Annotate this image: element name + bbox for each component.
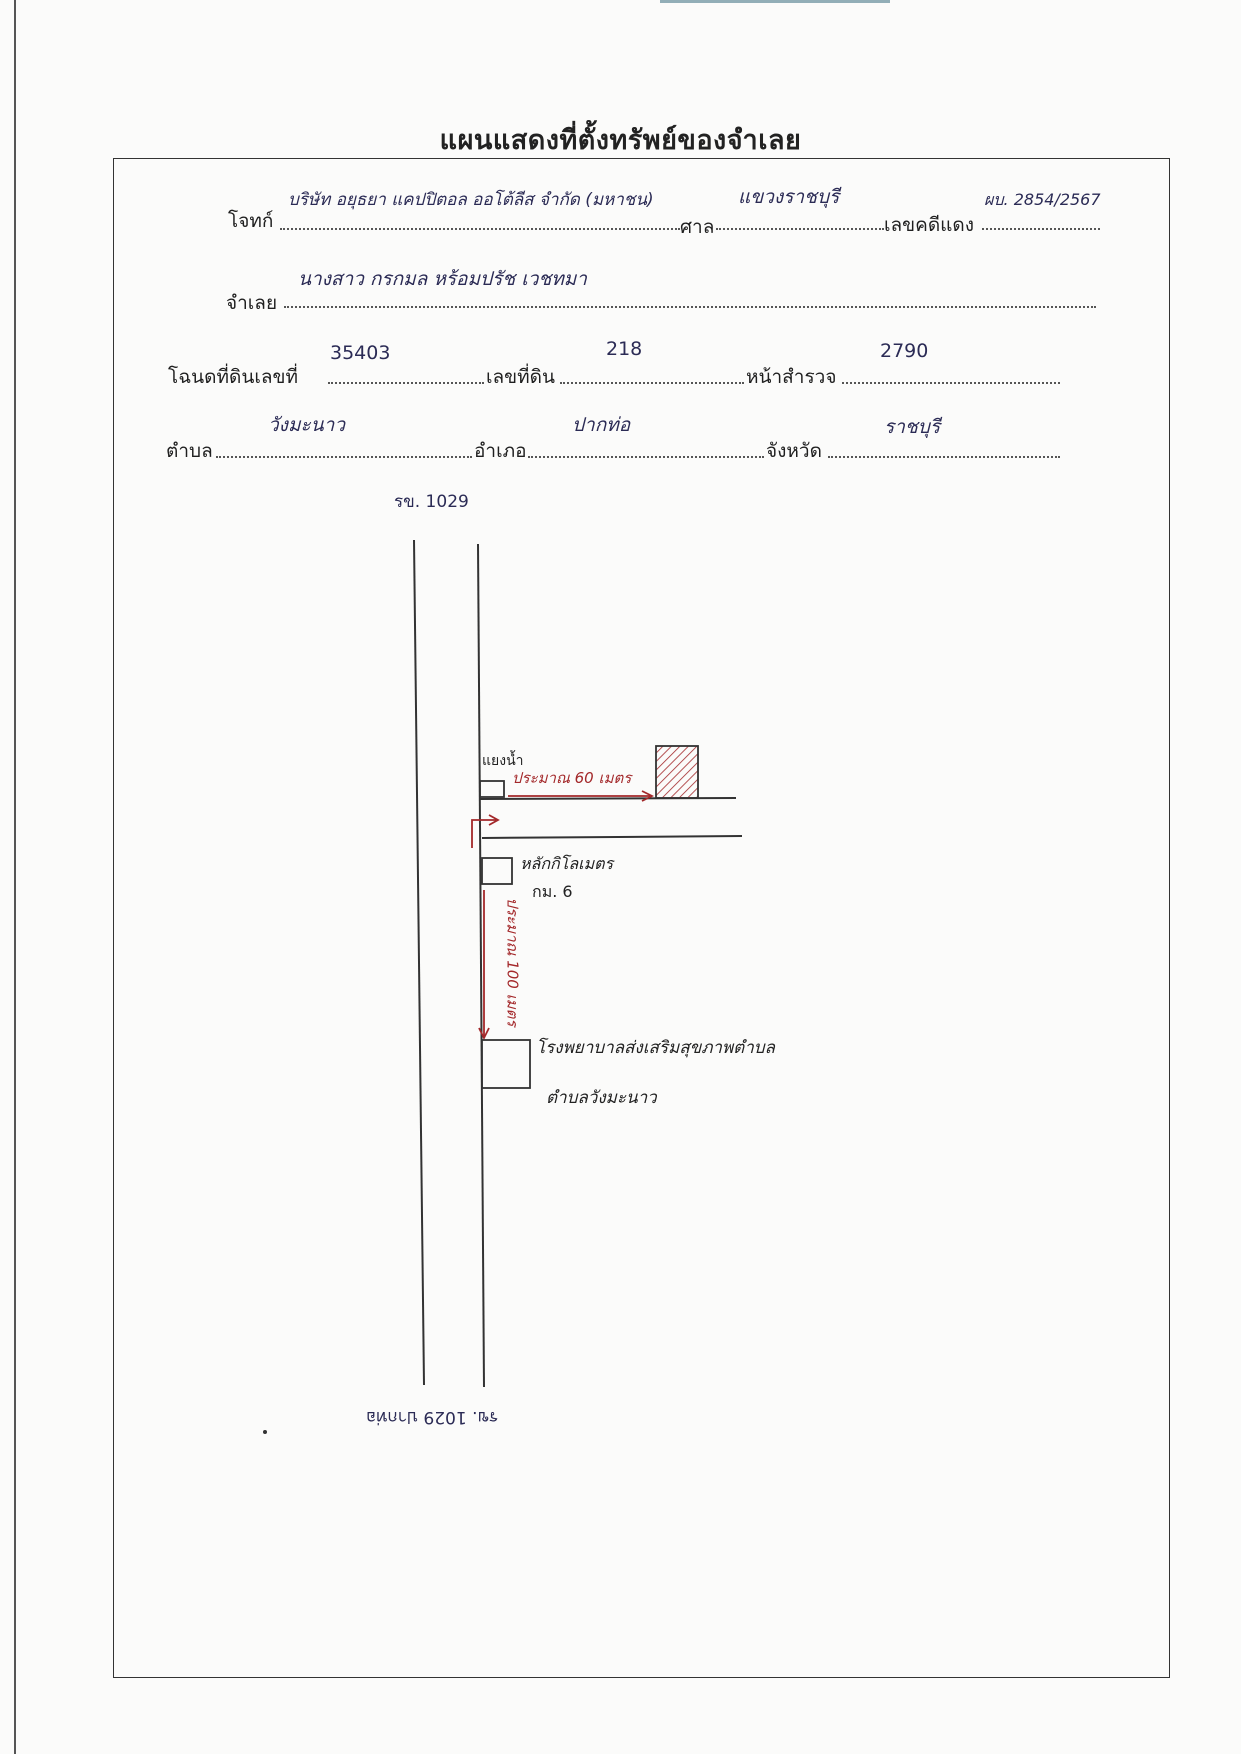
province-value: ราชบุรี <box>884 416 941 438</box>
district-label: อำเภอ <box>474 440 527 462</box>
land-no-dotted-line <box>560 382 744 384</box>
plaintiff-value: บริษัท อยุธยา แคปปิตอล ออโต้ลีส จำกัด (ม… <box>288 190 654 210</box>
main-road-left-edge <box>413 539 425 1386</box>
land-no-label: เลขที่ดิน <box>486 366 555 388</box>
vertical-distance-label: ประมาณ 100 เมตร <box>503 897 522 1027</box>
land-no-value: 218 <box>606 338 643 360</box>
form-frame <box>113 158 1170 1678</box>
plaintiff-label: โจทก์ <box>228 210 274 232</box>
plaintiff-dotted-line <box>280 228 680 230</box>
road-bottom-label: รข. 1029 ปากท่อ <box>366 1407 499 1427</box>
km-marker-label-2: กม. 6 <box>532 882 573 901</box>
court-dotted-line <box>716 228 884 230</box>
shop-label: แยงน้ำ <box>482 753 524 769</box>
horizontal-distance-label: ประมาณ 60 เมตร <box>512 769 632 787</box>
red-case-label: เลขคดีแดง <box>884 214 975 236</box>
red-case-dotted-line <box>982 228 1100 230</box>
page-title: แผนแสดงที่ตั้งทรัพย์ของจำเลย <box>439 125 802 156</box>
page-left-edge <box>14 0 16 1754</box>
defendant-dotted-line <box>284 306 1096 308</box>
district-dotted-line <box>528 456 764 458</box>
province-label: จังหวัด <box>766 440 822 462</box>
subdistrict-dotted-line <box>216 456 472 458</box>
turn-arrow <box>471 819 496 848</box>
deed-value: 35403 <box>330 342 391 364</box>
deed-label: โฉนดที่ดินเลขที่ <box>168 366 298 388</box>
subdistrict-label: ตำบล <box>166 440 213 462</box>
main-road-right-edge <box>477 543 485 1388</box>
district-value: ปากท่อ <box>572 414 631 436</box>
scan-smudge <box>660 0 890 3</box>
subdistrict-value: วังมะนาว <box>268 414 346 436</box>
target-property <box>655 745 699 799</box>
road-top-label: รข. 1029 <box>394 492 469 512</box>
shop-box <box>479 780 505 798</box>
hospital-label-2: ตำบลวังมะนาว <box>546 1088 657 1108</box>
km-marker-box <box>481 857 513 885</box>
court-label: ศาล <box>680 216 715 238</box>
province-dotted-line <box>828 456 1060 458</box>
hospital-box <box>481 1039 531 1089</box>
survey-value: 2790 <box>880 340 929 362</box>
side-road-bottom-edge <box>481 835 743 839</box>
survey-label: หน้าสำรวจ <box>746 366 837 388</box>
deed-dotted-line <box>328 382 484 384</box>
hospital-label-1: โรงพยาบาลส่งเสริมสุขภาพตำบล <box>536 1038 775 1058</box>
court-value: แขวงราชบุรี <box>738 186 840 208</box>
red-case-value: ผบ. 2854/2567 <box>984 190 1101 209</box>
defendant-value: นางสาว กรกมล หร้อมปรัช เวชทมา <box>298 268 587 290</box>
km-marker-label-1: หลักกิโลเมตร <box>520 854 614 873</box>
defendant-label: จำเลย <box>226 292 278 314</box>
survey-dotted-line <box>842 382 1060 384</box>
